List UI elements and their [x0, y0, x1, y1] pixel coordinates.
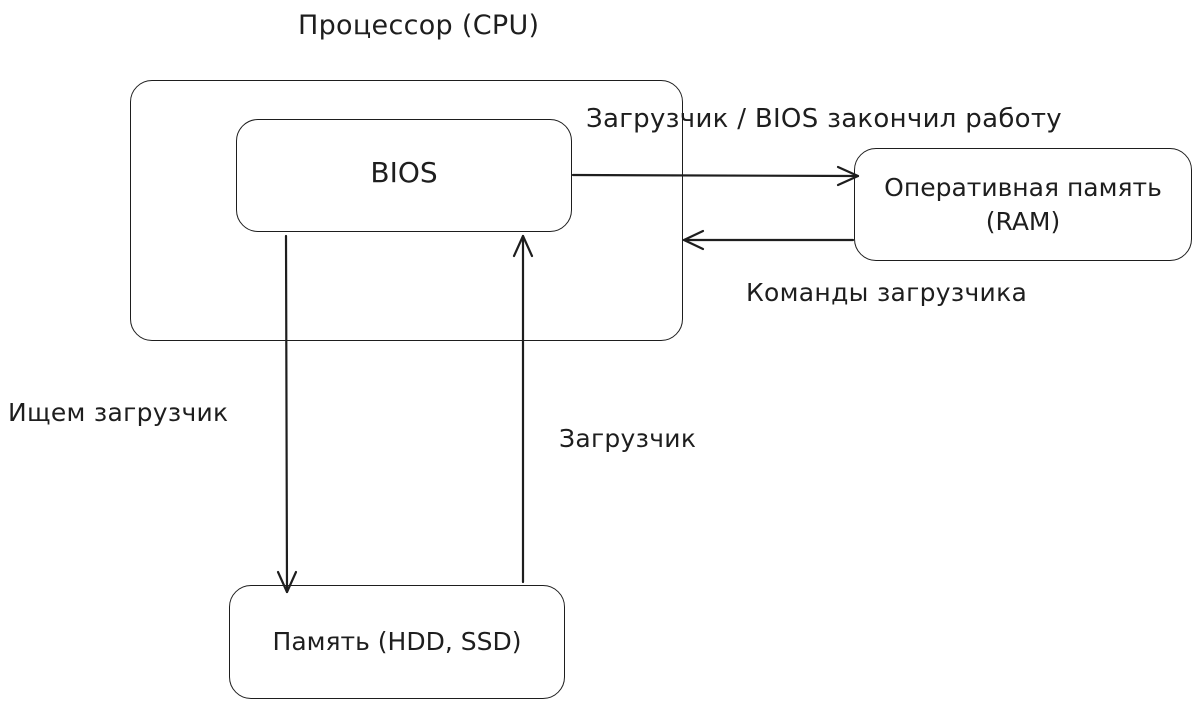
arrow-ram-to-cpu — [682, 229, 855, 251]
edge-label-storage-to-bios: Загрузчик — [559, 424, 697, 453]
storage-box — [229, 585, 565, 699]
bios-box — [236, 119, 572, 232]
ram-label: Оперативная память (RAM) — [854, 148, 1192, 261]
bios-label: BIOS — [370, 156, 438, 190]
ram-box — [854, 148, 1192, 261]
edge-label-bios-to-ram: Загрузчик / BIOS закончил работу — [586, 104, 1062, 134]
edge-label-ram-to-cpu: Команды загрузчика — [746, 278, 1028, 307]
arrow-bios-to-ram — [571, 165, 860, 187]
cpu-box — [130, 80, 683, 341]
ram-label-line1: Оперативная память — [884, 172, 1162, 202]
edge-label-bios-to-storage: Ищем загрузчик — [8, 398, 229, 427]
cpu-title: Процессор (CPU) — [298, 10, 540, 41]
arrow-bios-to-storage — [276, 234, 298, 594]
arrow-storage-to-bios — [512, 234, 534, 584]
ram-label-line2: (RAM) — [985, 206, 1061, 236]
storage-label: Память (HDD, SSD) — [272, 627, 522, 657]
